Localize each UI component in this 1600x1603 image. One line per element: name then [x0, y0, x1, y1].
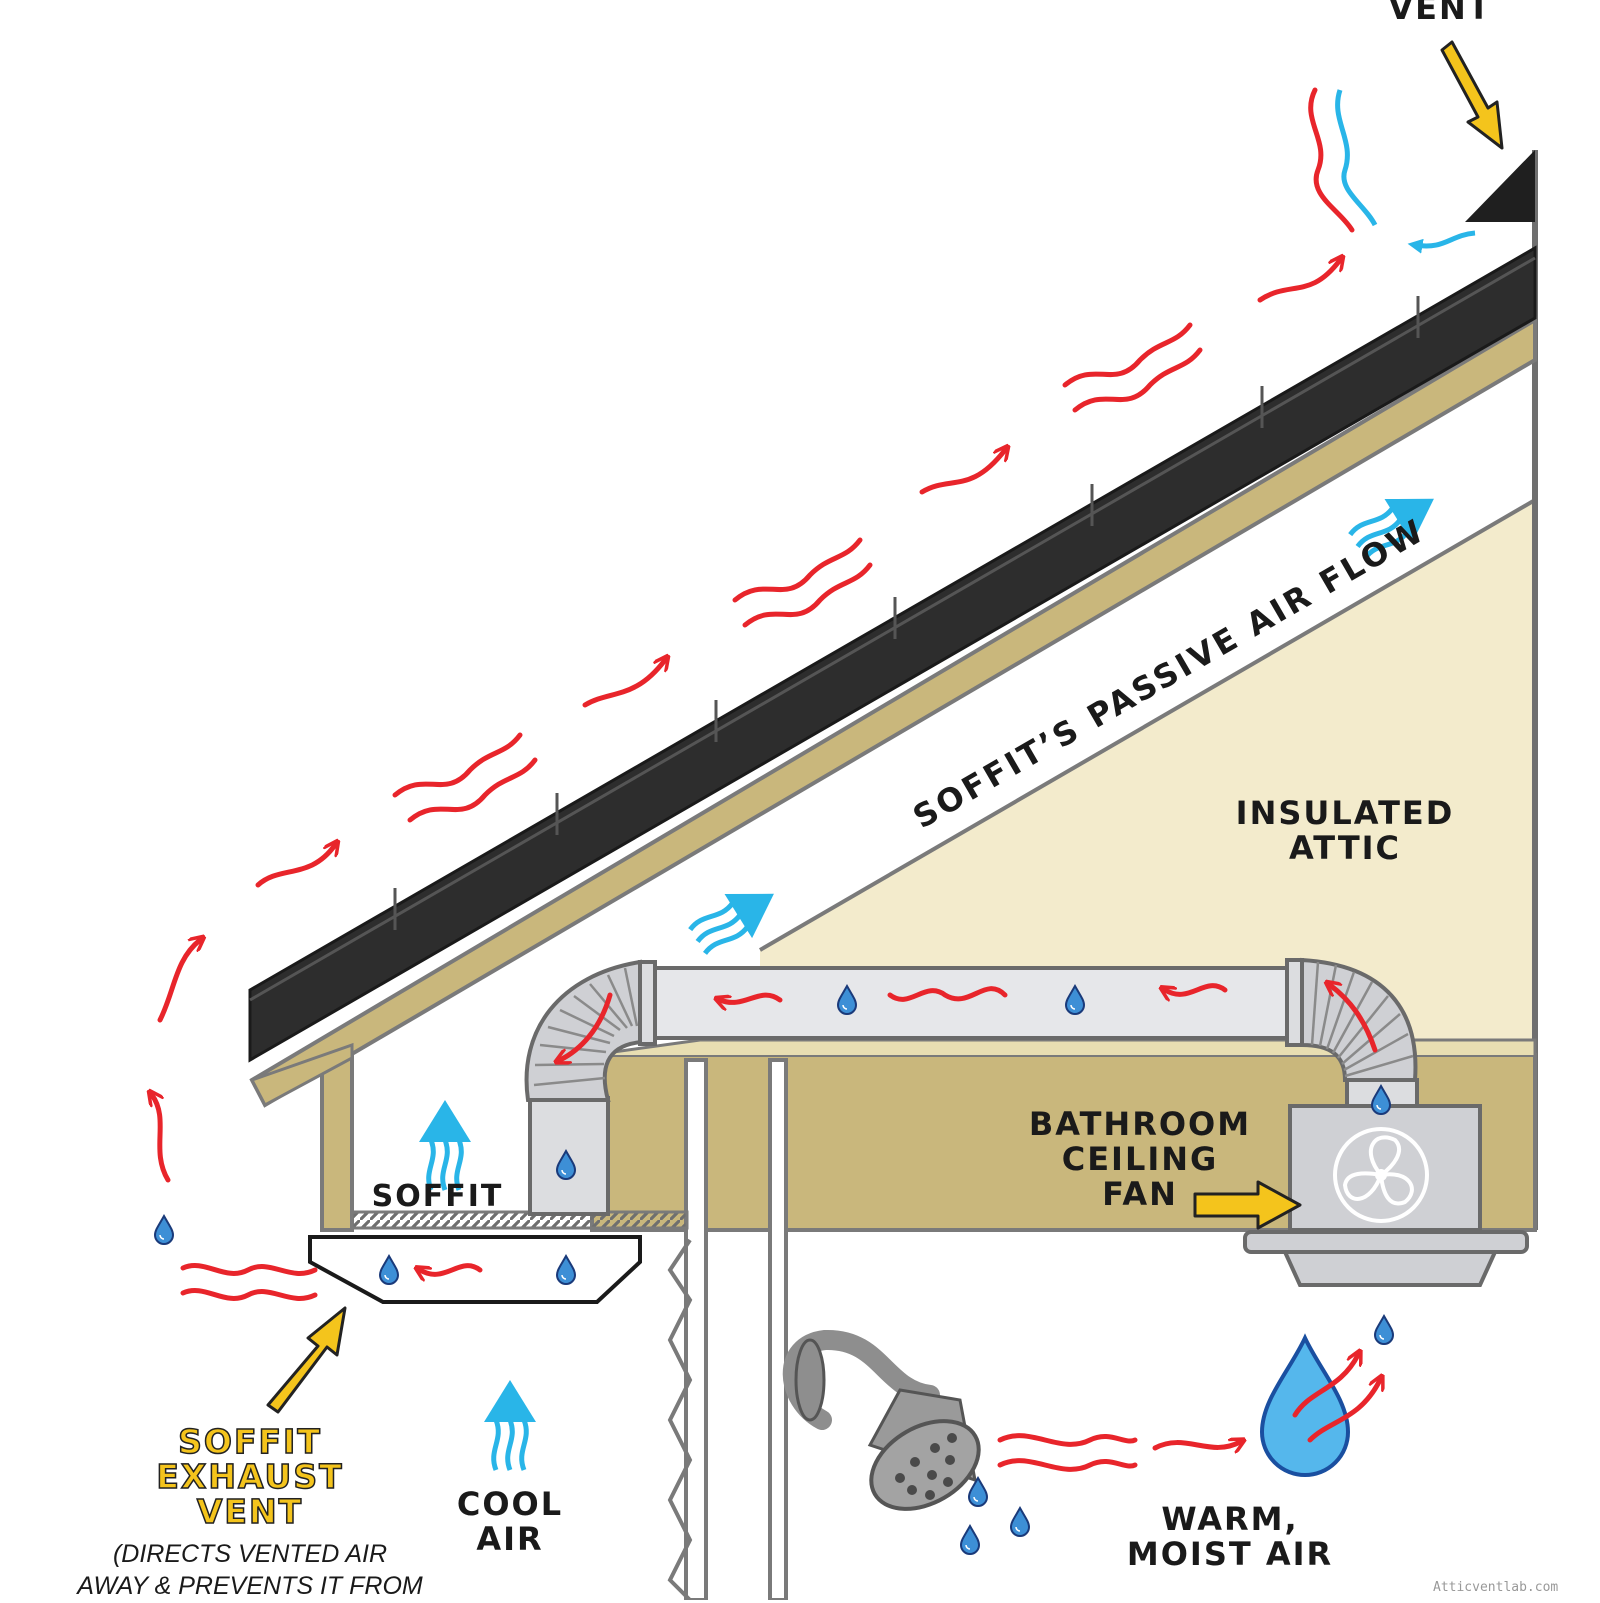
soffit-note-line1: (DIRECTS VENTED AIR	[112, 1540, 388, 1568]
shower-head-icon	[782, 1330, 981, 1511]
bathroom-fan-label-line2: CEILING	[1061, 1140, 1219, 1178]
insulated-attic-label-line1: INSULATED	[1235, 794, 1455, 832]
fan-icon	[1243, 1104, 1529, 1287]
insulated-attic-label-line2: ATTIC	[1288, 829, 1402, 867]
cool-air-flows	[419, 89, 1476, 1470]
soffit-exhaust-label-line3: VENT	[196, 1492, 304, 1531]
cool-air-label-line2: AIR	[476, 1520, 544, 1558]
soffit-exhaust-label-line2: EXHAUST	[156, 1457, 344, 1496]
watermark: Atticventlab.com	[1433, 1580, 1559, 1595]
roof-vent-label: VENT	[1388, 0, 1492, 27]
cool-air-label-line1: COOL	[456, 1485, 564, 1523]
soffit-exhaust-label-line1: SOFFIT	[177, 1422, 322, 1461]
bathroom-fan-label-line1: BATHROOM	[1028, 1105, 1252, 1143]
roof	[248, 245, 1537, 1108]
bathroom-fan-label-line3: FAN	[1102, 1175, 1178, 1213]
soffit-note-line2: AWAY & PREVENTS IT FROM	[77, 1572, 423, 1600]
warm-air-flows	[152, 87, 1380, 1472]
warm-moist-air-label-line2: MOIST AIR	[1126, 1535, 1334, 1573]
warm-moist-air-label-line1: WARM,	[1161, 1500, 1299, 1538]
wall-studs	[667, 1058, 788, 1600]
water-drop-icon	[1259, 1333, 1351, 1477]
roof-vent-icon	[1465, 150, 1535, 222]
soffit-label: SOFFIT	[371, 1179, 504, 1214]
pointer-arrows	[266, 40, 1504, 1414]
